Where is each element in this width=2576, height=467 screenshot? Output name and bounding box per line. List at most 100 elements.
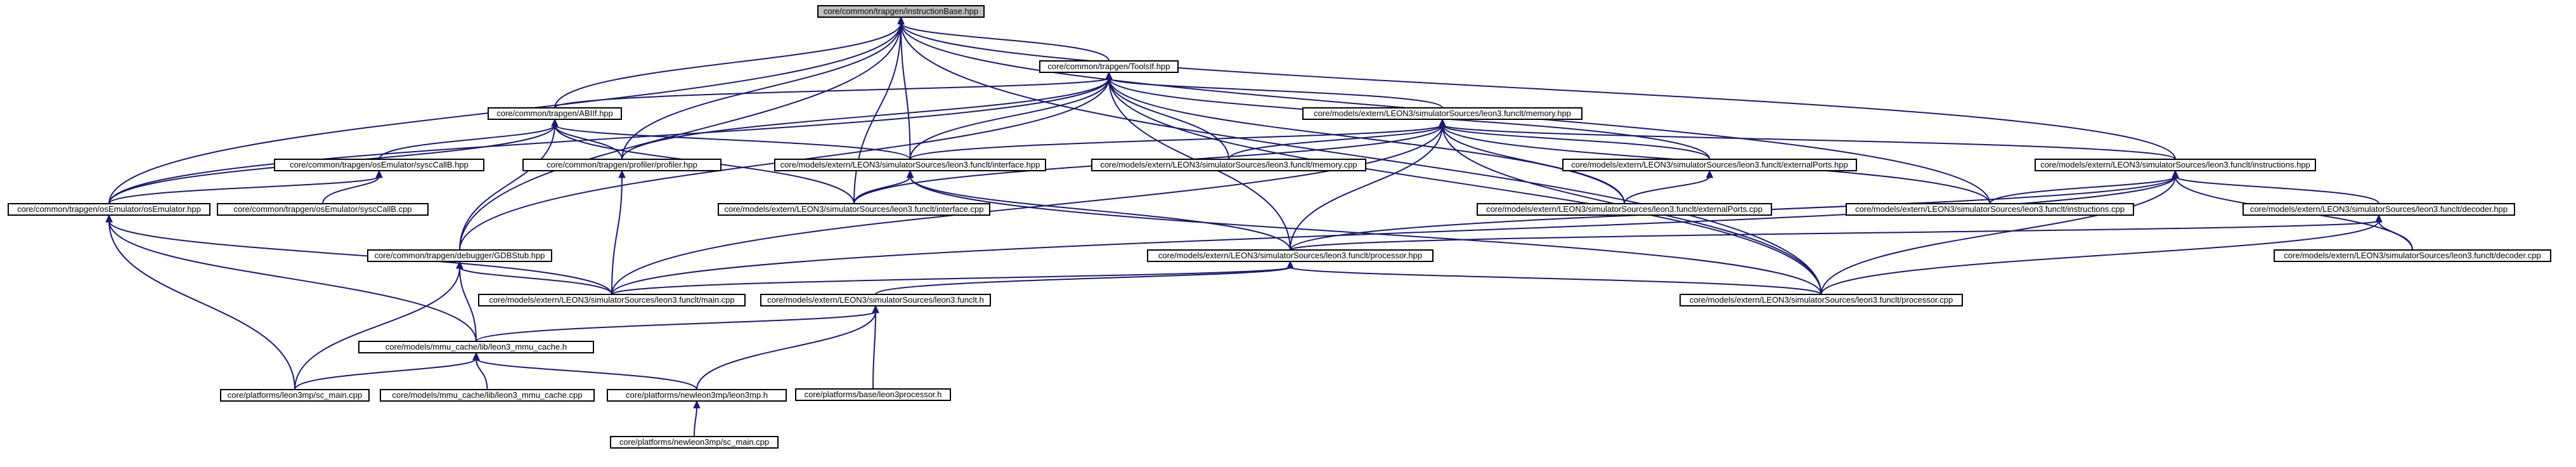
svg-text:core/models/extern/LEON3/simul: core/models/extern/LEON3/simulatorSource… [2040,160,2310,169]
svg-text:core/common/trapgen/instructio: core/common/trapgen/instructionBase.hpp [824,6,978,16]
node-toolsIf[interactable]: core/common/trapgen/ToolsIf.hpp [1039,60,1179,73]
edge-leon3MmuCacheH-to-osEmulator [108,220,477,342]
node-newLeon3mpH[interactable]: core/platforms/newleon3mp/leon3mp.h [607,389,787,402]
edge-newScMain-to-newLeon3mpH [694,406,697,437]
node-decoderCpp[interactable]: core/models/extern/LEON3/simulatorSource… [2274,249,2551,262]
edge-funcltH-to-processorHpp [875,266,1291,295]
node-syscCallBCpp[interactable]: core/common/trapgen/osEmulator/syscCallB… [217,203,429,216]
edge-toolsIf-to-instructionBase [900,22,1110,62]
edge-interfaceHpp-to-toolsIf [909,77,1110,160]
node-instructionsHpp[interactable]: core/models/extern/LEON3/simulatorSource… [2035,159,2316,171]
svg-text:core/models/extern/LEON3/simul: core/models/extern/LEON3/simulatorSource… [2250,204,2508,214]
edge-arrowhead [375,169,383,178]
node-leon3MmuCacheCpp[interactable]: core/models/mmu_cache/lib/leon3_mmu_cach… [380,389,595,402]
edge-profiler-to-toolsIf [621,77,1110,160]
graph-nodes: core/common/trapgen/instructionBase.hpp … [8,5,2551,449]
svg-text:core/platforms/newleon3mp/leon: core/platforms/newleon3mp/leon3mp.h [626,390,768,400]
svg-text:core/common/trapgen/osEmulator: core/common/trapgen/osEmulator/syscCallB… [233,204,411,214]
edge-instructionsHpp-to-instructionBase [900,22,2176,160]
svg-text:core/models/extern/LEON3/simul: core/models/extern/LEON3/simulatorSource… [489,295,734,305]
edge-leon3processor-to-funcltH [872,311,876,390]
svg-text:core/platforms/leon3mp/sc_main: core/platforms/leon3mp/sc_main.cpp [228,390,362,400]
svg-text:core/models/extern/LEON3/simul: core/models/extern/LEON3/simulatorSource… [1314,109,1571,118]
svg-text:core/common/trapgen/osEmulator: core/common/trapgen/osEmulator/osEmulato… [17,204,201,214]
edge-processorHpp-to-memoryHpp [1290,124,1443,251]
node-leon3MmuCacheH[interactable]: core/models/mmu_cache/lib/leon3_mmu_cach… [358,341,594,353]
node-interfaceHpp[interactable]: core/models/extern/LEON3/simulatorSource… [774,159,1046,171]
node-syscCallB[interactable]: core/common/trapgen/osEmulator/syscCallB… [274,159,484,171]
edge-arrowhead [906,169,914,178]
edge-processorHpp-to-interfaceHpp [909,176,1291,251]
node-memoryCpp[interactable]: core/models/extern/LEON3/simulatorSource… [1091,159,1366,171]
edge-profiler-to-instructionBase [621,22,902,160]
edge-instructionsCpp-to-instructionsHpp [1989,176,2176,204]
edge-processorHpp-to-decoderHpp [1290,220,2379,251]
svg-text:core/models/extern/LEON3/simul: core/models/extern/LEON3/simulatorSource… [1486,204,1763,214]
edge-arrowhead [2171,169,2179,178]
edge-scMain-to-gdbStub [294,266,460,390]
node-processorCpp[interactable]: core/models/extern/LEON3/simulatorSource… [1680,294,1963,306]
edge-mainCpp-to-osEmulator [108,220,612,295]
edge-gdbStub-to-abiIf [459,124,555,251]
edge-arrowhead [1286,260,1294,269]
node-externalPortsHpp[interactable]: core/models/extern/LEON3/simulatorSource… [1562,159,1857,171]
svg-text:core/models/mmu_cache/lib/leon: core/models/mmu_cache/lib/leon3_mmu_cach… [385,342,567,352]
svg-text:core/models/extern/LEON3/simul: core/models/extern/LEON3/simulatorSource… [780,160,1040,169]
svg-text:core/common/trapgen/ToolsIf.hp: core/common/trapgen/ToolsIf.hpp [1048,62,1170,71]
node-newScMain[interactable]: core/platforms/newleon3mp/sc_main.cpp [610,436,779,449]
edge-mainCpp-to-instructionsHpp [611,176,2176,295]
svg-text:core/common/trapgen/osEmulator: core/common/trapgen/osEmulator/syscCallB… [290,160,469,169]
edge-leon3MmuCacheH-to-funcltH [476,311,876,342]
node-profiler[interactable]: core/common/trapgen/profiler/profiler.hp… [522,159,722,171]
edge-arrowhead [1439,118,1446,127]
edge-arrowhead [551,118,559,127]
node-instructionBase[interactable]: core/common/trapgen/instructionBase.hpp [817,5,985,18]
node-scMain[interactable]: core/platforms/leon3mp/sc_main.cpp [220,389,370,402]
node-gdbStub[interactable]: core/common/trapgen/debugger/GDBStub.hpp [367,249,552,262]
node-externalPortsCpp[interactable]: core/models/extern/LEON3/simulatorSource… [1477,203,1772,216]
edge-interfaceCpp-to-instructionBase [853,22,902,204]
edge-processorCpp-to-instructionBase [900,22,1822,295]
edge-decoderHpp-to-instructionsHpp [2175,176,2379,204]
svg-text:core/models/extern/LEON3/simul: core/models/extern/LEON3/simulatorSource… [1100,160,1357,169]
edge-processorCpp-to-instructionsHpp [1820,176,2176,295]
node-interfaceCpp[interactable]: core/models/extern/LEON3/simulatorSource… [718,203,990,216]
svg-text:core/models/extern/LEON3/simul: core/models/extern/LEON3/simulatorSource… [767,295,984,305]
edge-arrowhead [693,400,701,409]
edge-arrowhead [456,260,463,269]
node-osEmulator[interactable]: core/common/trapgen/osEmulator/osEmulato… [8,203,210,216]
node-instructionsCpp[interactable]: core/models/extern/LEON3/simulatorSource… [1846,203,2134,216]
edge-abiIf-to-toolsIf [554,77,1110,109]
svg-text:core/common/trapgen/ABIIf.hpp: core/common/trapgen/ABIIf.hpp [496,109,613,118]
edge-interfaceHpp-to-abiIf [554,124,911,160]
edge-abiIf-to-instructionBase [554,22,902,109]
edge-arrowhead [872,305,879,313]
edge-scMain-to-leon3MmuCacheH [294,358,477,390]
node-funcltH[interactable]: core/models/extern/LEON3/simulatorSource… [760,294,991,306]
edge-decoderCpp-to-decoderHpp [2378,220,2413,251]
edge-profiler-to-abiIf [554,124,623,160]
node-abiIf[interactable]: core/common/trapgen/ABIIf.hpp [488,107,622,120]
edge-arrowhead [618,169,626,178]
svg-text:core/models/extern/LEON3/simul: core/models/extern/LEON3/simulatorSource… [2284,251,2540,260]
node-memoryHpp[interactable]: core/models/extern/LEON3/simulatorSource… [1302,107,1582,120]
node-processorHpp[interactable]: core/models/extern/LEON3/simulatorSource… [1147,249,1434,262]
svg-text:core/platforms/newleon3mp/sc_m: core/platforms/newleon3mp/sc_main.cpp [619,437,769,447]
edge-externalPortsHpp-to-memoryHpp [1442,124,1711,160]
edge-arrowhead [2375,214,2383,223]
edge-arrowhead [105,214,113,223]
node-decoderHpp[interactable]: core/models/extern/LEON3/simulatorSource… [2243,203,2515,216]
svg-text:core/common/trapgen/debugger/G: core/common/trapgen/debugger/GDBStub.hpp [375,251,545,260]
edge-arrowhead [1105,71,1113,80]
edge-externalPortsCpp-to-memoryHpp [1442,124,1625,204]
edge-syscCallBCpp-to-syscCallB [322,176,380,204]
edge-processorCpp-to-decoderHpp [1820,220,2379,295]
node-leon3processor[interactable]: core/platforms/base/leon3processor.h [795,388,951,401]
svg-text:core/common/trapgen/profiler/p: core/common/trapgen/profiler/profiler.hp… [547,160,697,169]
edge-processorCpp-to-processorHpp [1290,266,1822,295]
edge-arrowhead [1705,169,1714,178]
node-mainCpp[interactable]: core/models/extern/LEON3/simulatorSource… [478,294,746,306]
edge-instructionsHpp-to-memoryHpp [1442,124,2176,160]
edge-mainCpp-to-gdbStub [459,266,612,295]
